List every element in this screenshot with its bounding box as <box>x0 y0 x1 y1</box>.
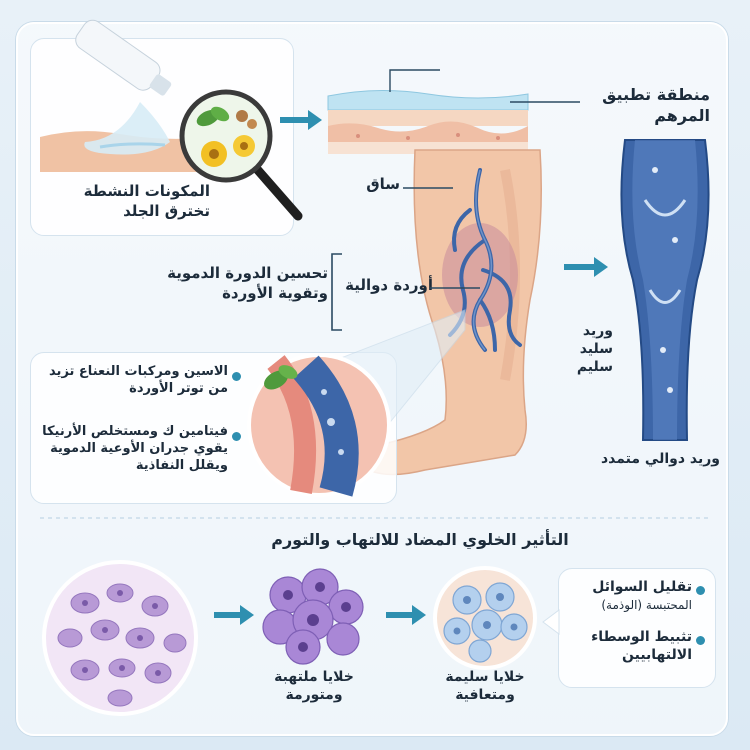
edema-label: المحتبسة (الوذمة) <box>601 598 692 612</box>
cellular-title: التأثير الخلوي المضاد للالتهاب والتورم <box>271 530 569 549</box>
ointment-area-callout-line <box>389 69 580 103</box>
bracket <box>331 253 342 331</box>
ingredients-penetrate-label: المكونات النشطة تخترق الجلد <box>83 182 210 220</box>
bullet-icon <box>696 636 705 645</box>
magnifier-ingredients <box>179 89 303 221</box>
vein-comparison-illustration <box>620 139 710 441</box>
varicose-veins-label: أوردة دوالية <box>345 276 433 294</box>
vitamin-effect-label: فيتامين ك ومستخلص الأرنيكا يقوي جدران ال… <box>42 424 228 473</box>
healthy-cells-circle <box>433 566 537 670</box>
mint-effect-label: الاسين ومركبات النعناع تزيد من توتر الأو… <box>49 364 228 396</box>
bullet-icon <box>696 586 705 595</box>
arrow-right-icon <box>214 605 254 625</box>
healthy-vein-label: وريد سليد سليم <box>576 323 613 376</box>
section-divider <box>40 517 710 519</box>
ointment-tube-illustration <box>40 19 200 172</box>
bullet-icon <box>232 372 241 381</box>
inflamed-cell-cluster <box>262 568 364 665</box>
inflamed-cells-label: خلايا ملتهبة ومتورمة <box>274 669 354 704</box>
dilated-vein-label: وريد دوالي متمدد <box>601 451 720 467</box>
inflamed-tissue-circle <box>42 560 198 716</box>
inhibit-mediators-label: تثبيط الوسطاء الالتهابيين <box>591 629 692 664</box>
leg-label: ساق <box>366 175 400 193</box>
healthy-cells-label: خلايا سليمة ومتعافية <box>445 669 525 704</box>
bullet-icon <box>232 432 241 441</box>
reduce-fluids-label: تقليل السوائل <box>592 579 692 595</box>
circulation-label: تحسين الدورة الدموية وتقوية الأوردة <box>167 264 328 302</box>
varicose-callout-line <box>430 287 480 289</box>
arrow-right-icon <box>386 605 426 625</box>
leg-callout-line <box>403 187 453 189</box>
card-pointer <box>542 609 560 635</box>
arrow-right-icon <box>280 110 322 130</box>
arrow-right-icon <box>564 257 608 277</box>
vein-zoom-circle <box>247 353 391 497</box>
ointment-area-label: منطقة تطبيق المرهم <box>602 85 710 125</box>
